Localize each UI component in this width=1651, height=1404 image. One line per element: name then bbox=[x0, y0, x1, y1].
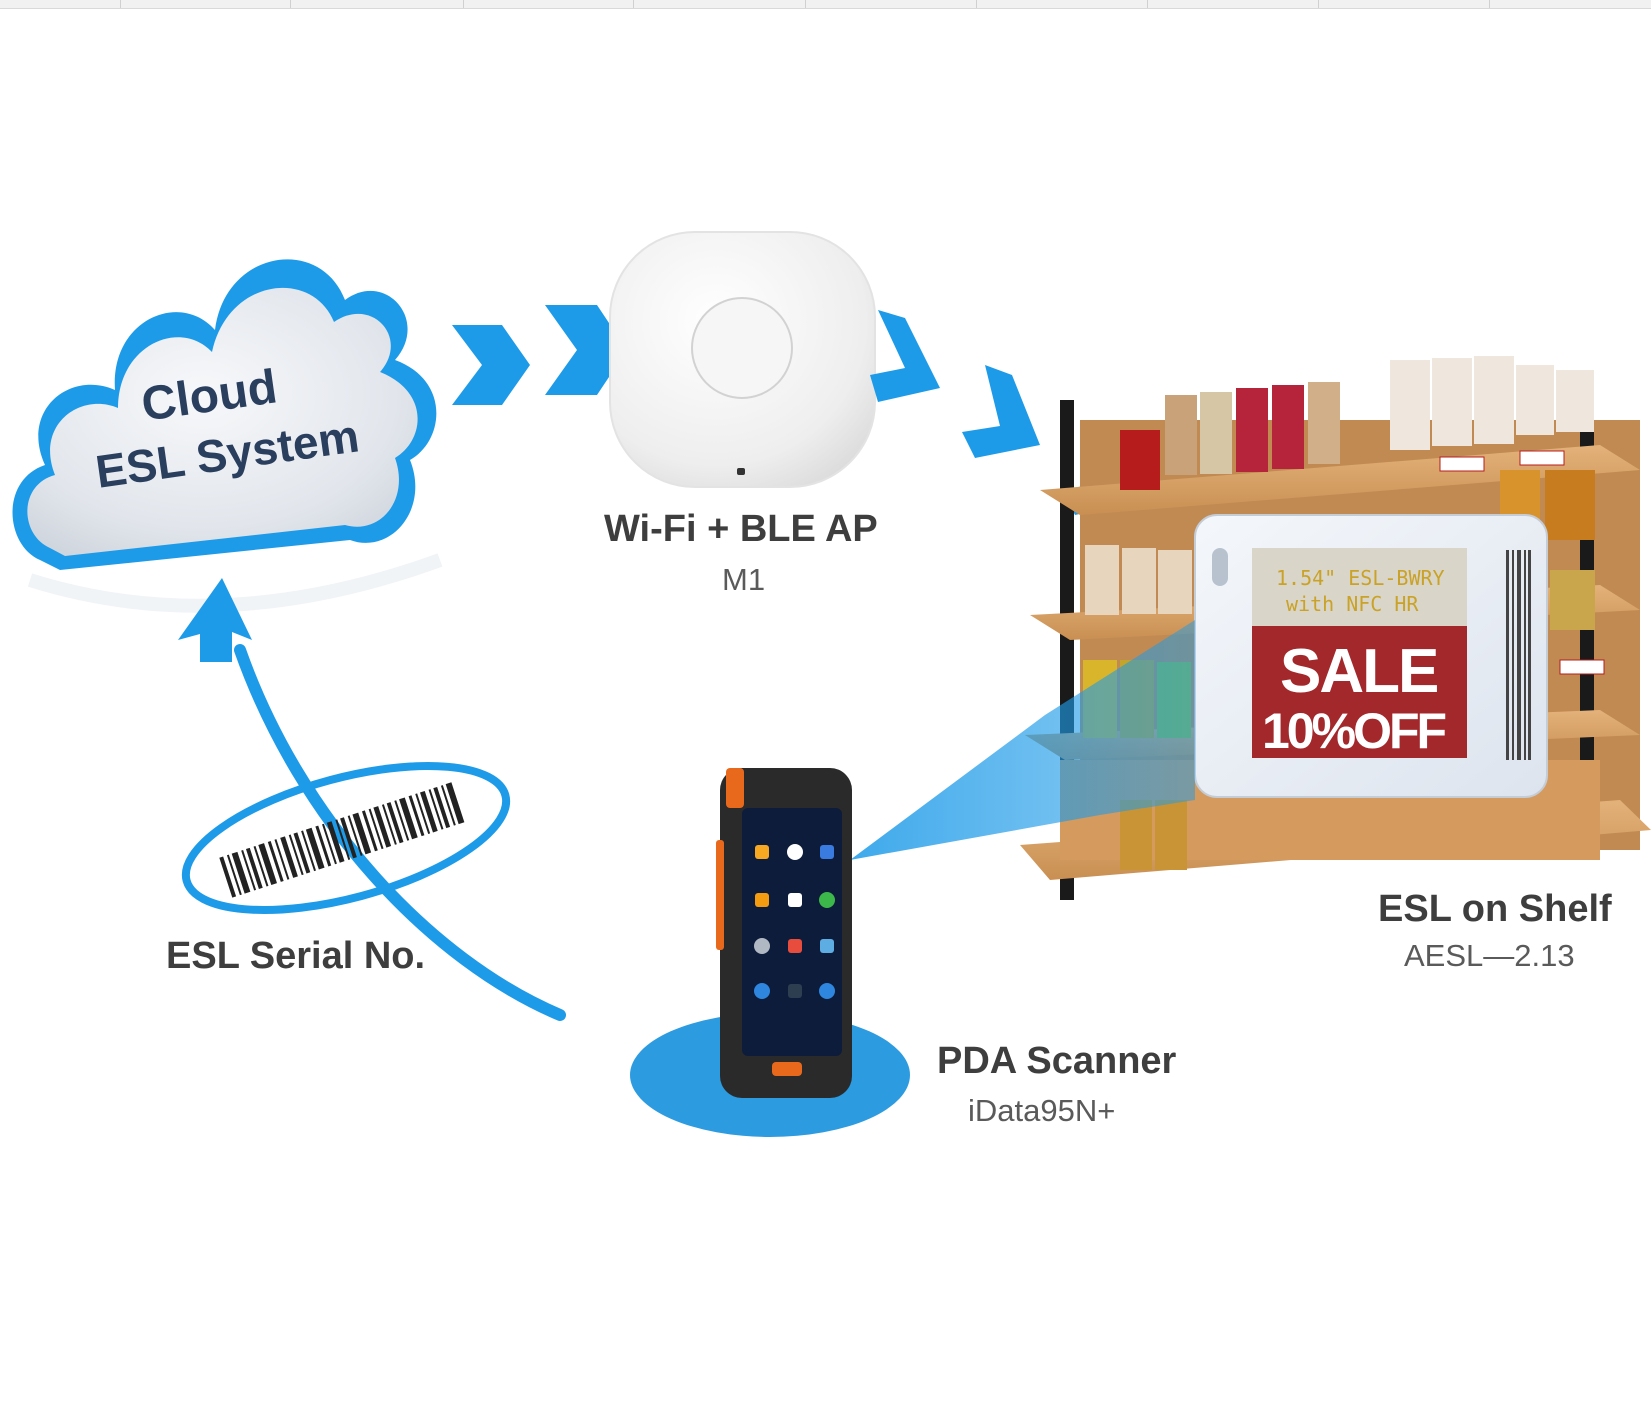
scan-beam bbox=[850, 620, 1195, 860]
strip-divider bbox=[633, 0, 634, 8]
chevron-down-right-icon bbox=[870, 310, 940, 402]
serial-title: ESL Serial No. bbox=[166, 935, 426, 977]
ap-title: Wi-Fi + BLE AP bbox=[604, 508, 878, 550]
arrow-head-up-icon bbox=[178, 578, 252, 662]
browser-top-strip bbox=[0, 0, 1651, 9]
strip-divider bbox=[120, 0, 121, 8]
upload-arrow bbox=[234, 644, 566, 1021]
ap-model: M1 bbox=[722, 562, 766, 597]
chevron-right-icon bbox=[545, 305, 627, 395]
cloud-shadow bbox=[27, 553, 443, 613]
cloud-icon bbox=[12, 259, 437, 570]
esl-shelf-model: AESL—2.13 bbox=[1404, 938, 1575, 973]
esl-tag-line1: 1.54" ESL-BWRY bbox=[1276, 566, 1445, 590]
strip-divider bbox=[805, 0, 806, 8]
chevron-down-right-icon bbox=[962, 365, 1040, 458]
strip-divider bbox=[976, 0, 977, 8]
barcode-icon bbox=[219, 782, 465, 898]
esl-tag-icon bbox=[1194, 514, 1548, 798]
strip-divider bbox=[463, 0, 464, 8]
pda-model: iData95N+ bbox=[968, 1093, 1116, 1128]
access-point-icon bbox=[609, 231, 876, 488]
esl-tag-sale: SALE bbox=[1280, 637, 1439, 706]
serial-ring bbox=[181, 762, 511, 914]
pda-title: PDA Scanner bbox=[937, 1040, 1177, 1082]
strip-divider bbox=[1489, 0, 1490, 8]
strip-divider bbox=[290, 0, 291, 8]
esl-tag-discount: 10%OFF bbox=[1262, 703, 1447, 759]
esl-shelf-title: ESL on Shelf bbox=[1378, 888, 1612, 930]
chevron-right-icon bbox=[452, 325, 530, 405]
strip-divider bbox=[1318, 0, 1319, 8]
esl-tag-line2: with NFC HR bbox=[1286, 592, 1419, 616]
pda-scanner-icon bbox=[716, 768, 852, 1098]
strip-divider bbox=[1147, 0, 1148, 8]
